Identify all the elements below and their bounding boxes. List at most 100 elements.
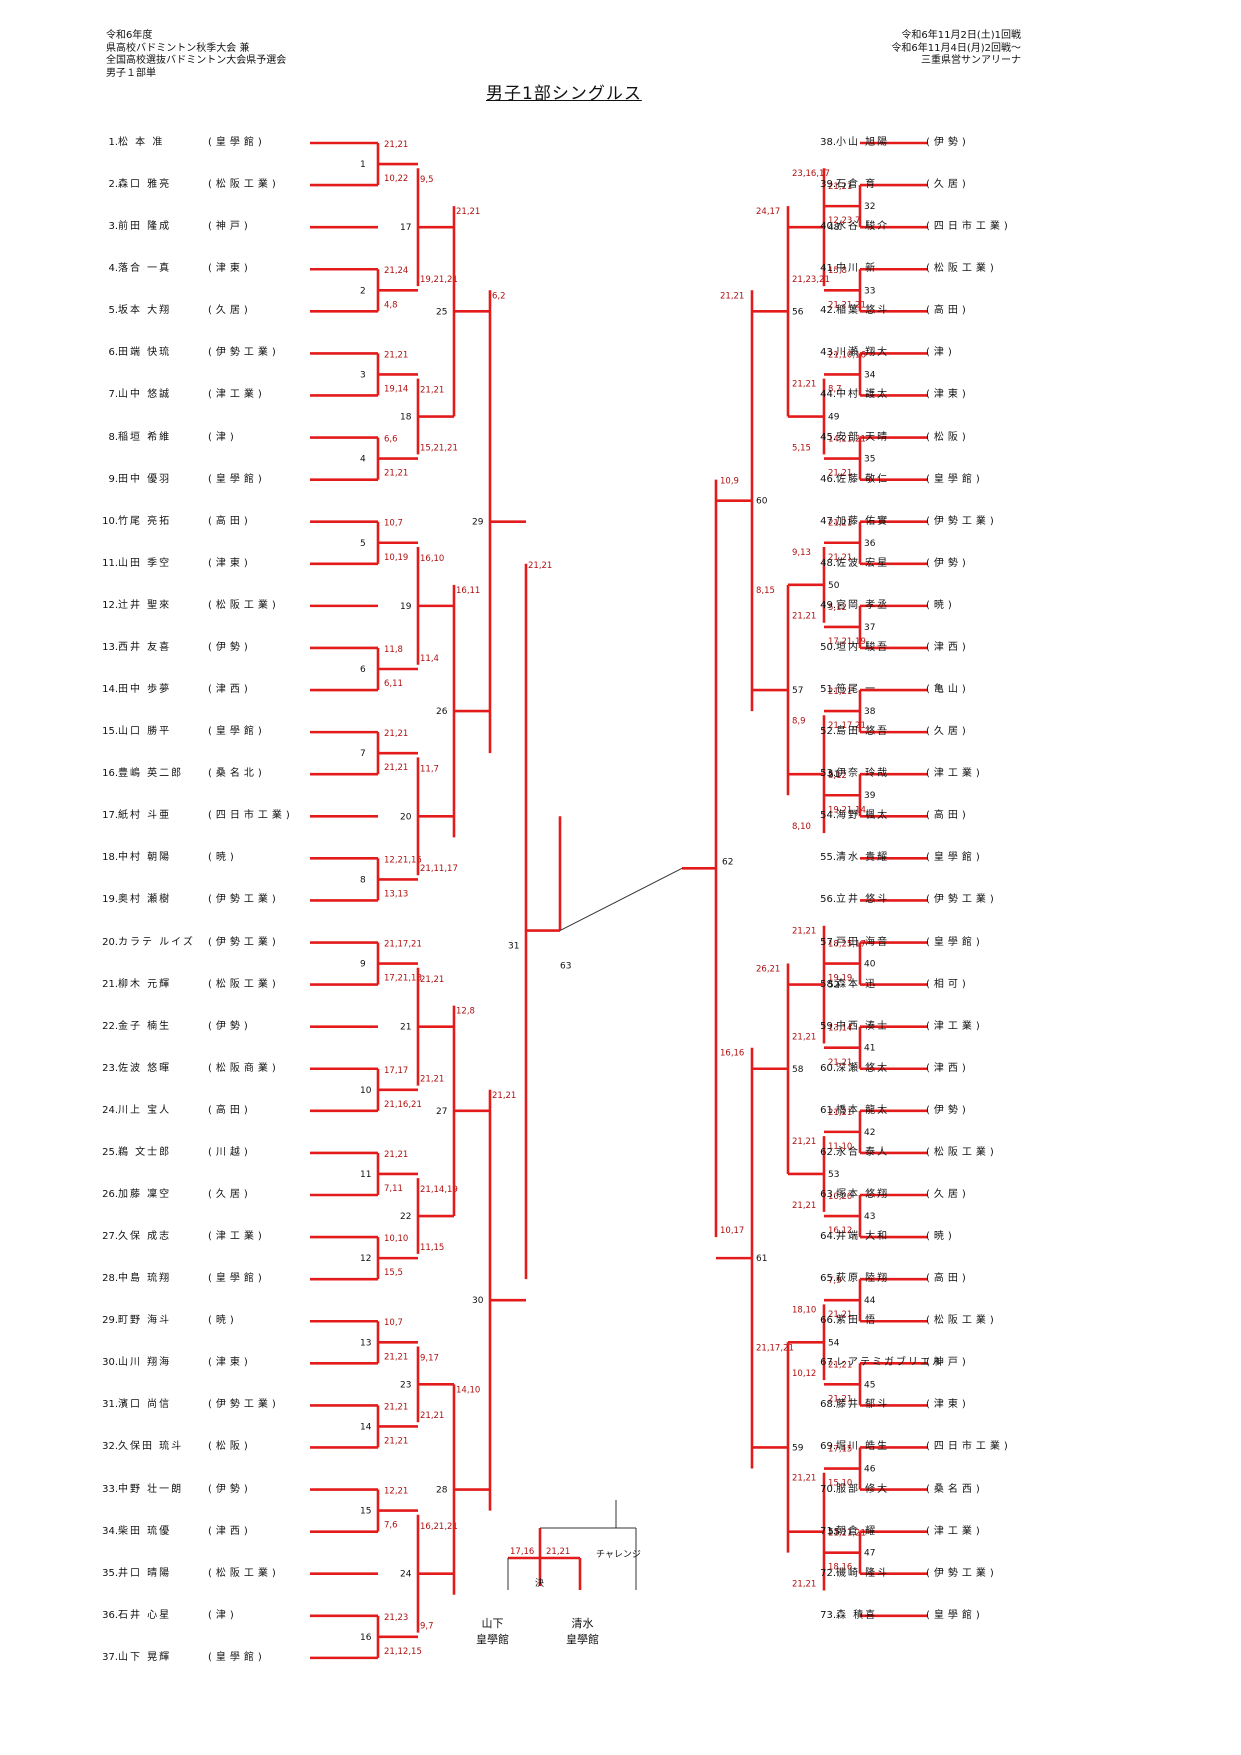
player-school: (高田) <box>208 1104 252 1116</box>
player-school: (久居) <box>926 726 970 738</box>
player-number: 18. <box>102 852 118 864</box>
match-number: 42 <box>864 1128 875 1138</box>
match-number: 57 <box>792 686 803 696</box>
player-number: 68. <box>820 1399 836 1411</box>
player-entry: 13.西井 友喜(伊勢) <box>90 642 304 654</box>
player-entry: 38.小山 旭陽(伊勢) <box>808 137 1028 149</box>
player-entry: 70.服部 修大(桑名西) <box>808 1484 1028 1496</box>
player-name: 佐波 悠暉 <box>118 1062 172 1074</box>
player-school: (津東) <box>926 1399 970 1411</box>
player-entry: 57.戸田 海音(皇學館) <box>808 937 1028 949</box>
player-entry: 23.佐波 悠暉(松阪商業) <box>90 1063 304 1075</box>
header-right-line: 令和6年11月4日(月)2回戦～ <box>891 42 1021 54</box>
match-score: 10,22 <box>384 174 408 184</box>
match-score: 21,24 <box>384 266 408 276</box>
decision-label: 決 <box>535 1579 545 1589</box>
player-name: 落合 一真 <box>118 263 172 275</box>
challenge-right-name: 清水 <box>571 1617 594 1630</box>
match-number: 34 <box>864 370 876 380</box>
player-name: 柴田 琉優 <box>118 1525 172 1537</box>
player-name: 辻井 聖來 <box>118 599 172 611</box>
match-score: 6,6 <box>384 435 398 445</box>
match-score: 16,10 <box>420 554 444 564</box>
match-score: 12,21 <box>384 1487 408 1497</box>
player-name: 戸田 海音 <box>836 936 890 948</box>
player-school: (久居) <box>926 1189 970 1200</box>
player-entry: 26.加藤 凜空(久居) <box>90 1189 304 1201</box>
challenge-left-school: 皇學館 <box>476 1633 509 1646</box>
player-entry: 20.カラテ ルイズ(伊勢工業) <box>90 937 304 949</box>
player-school: (暁) <box>208 852 238 864</box>
challenge-right-player: 清水 皇學館 <box>566 1616 599 1648</box>
match-score: 21,21 <box>828 1058 852 1068</box>
player-school: (伊勢工業) <box>208 347 280 359</box>
match-score: 21,21 <box>792 1137 816 1147</box>
player-entry: 7.山中 悠誠(津工業) <box>90 389 304 401</box>
match-score: 19,19 <box>828 974 852 984</box>
match-score: 11,15 <box>420 1243 444 1253</box>
player-entry: 39.石倉 育(久居) <box>808 179 1028 191</box>
player-school: (津西) <box>208 684 252 696</box>
match-score: 9,13 <box>792 548 811 558</box>
player-entry: 37.山下 晃輝(皇學館) <box>90 1652 304 1664</box>
match-score: 9,7 <box>420 1622 434 1632</box>
player-name: 久保田 琉斗 <box>118 1441 184 1453</box>
match-score: 11,4 <box>420 654 439 664</box>
player-school: (津東) <box>926 389 970 401</box>
player-name: 町野 海斗 <box>118 1315 172 1327</box>
match-score: 11,10 <box>828 1142 852 1152</box>
match-score: 21,21 <box>828 469 852 479</box>
player-school: (津東) <box>208 557 252 569</box>
player-number: 73. <box>820 1609 836 1621</box>
match-score: 16,11 <box>456 586 480 596</box>
player-entry: 31.濱口 尚信(伊勢工業) <box>90 1399 304 1411</box>
match-score: 21,11,17 <box>420 864 458 874</box>
match-score: 21,21 <box>828 1394 852 1404</box>
player-number: 12. <box>102 599 118 611</box>
match-score: 21,21 <box>528 561 552 571</box>
player-entry: 45.安部 天晴(松阪) <box>808 432 1028 444</box>
player-school: (津工業) <box>926 1525 984 1537</box>
match-score: 16,12 <box>828 1226 852 1236</box>
player-number: 16. <box>102 768 118 780</box>
match-score: 17,21,19 <box>828 637 866 647</box>
player-school: (伊勢工業) <box>208 894 280 906</box>
player-name: 清水 貴耀 <box>836 852 890 864</box>
match-number: 59 <box>792 1443 804 1453</box>
player-entry: 9.田中 優羽(皇學館) <box>90 474 304 486</box>
player-name: 森本 迅 <box>836 978 878 990</box>
match-score: 21,21 <box>384 1150 408 1160</box>
match-score: 10,7 <box>384 1318 403 1328</box>
player-number: 53. <box>820 768 836 780</box>
player-name: 島田 悠吾 <box>836 726 890 738</box>
match-score: 21,21 <box>792 1201 816 1211</box>
match-score: 12,23,7 <box>828 216 860 226</box>
player-number: 57. <box>820 936 836 948</box>
player-school: (伊勢工業) <box>926 1567 998 1579</box>
player-school: (皇學館) <box>926 1609 984 1621</box>
player-entry: 71.朝倉 耀(津工業) <box>808 1526 1028 1538</box>
match-number: 54 <box>828 1338 840 1348</box>
match-score: 17,21,18 <box>384 974 422 984</box>
player-name: 山川 翔海 <box>118 1357 172 1369</box>
player-entry: 2.森口 雅亮(松阪工業) <box>90 179 304 191</box>
match-number: 21 <box>400 1023 411 1033</box>
player-school: (松阪工業) <box>926 263 998 275</box>
match-number: 15 <box>360 1507 371 1517</box>
player-school: (津西) <box>926 1062 970 1074</box>
match-score: 21,21 <box>828 1360 852 1370</box>
player-number: 69. <box>820 1441 836 1453</box>
player-name: 塚本 悠翔 <box>836 1189 890 1200</box>
player-school: (津工業) <box>208 1231 266 1243</box>
player-number: 45. <box>820 431 836 443</box>
player-number: 17. <box>102 810 118 822</box>
player-number: 40. <box>820 221 836 233</box>
player-school: (津) <box>926 347 956 359</box>
player-entry: 14.田中 歩夢(津西) <box>90 684 304 696</box>
player-entry: 50.垣内 駿吾(津西) <box>808 642 1028 654</box>
player-name: 水谷 駿介 <box>836 221 890 233</box>
match-number: 1 <box>360 160 366 170</box>
match-number: 14 <box>360 1422 372 1432</box>
player-number: 64. <box>820 1231 836 1243</box>
match-number: 39 <box>864 791 876 801</box>
